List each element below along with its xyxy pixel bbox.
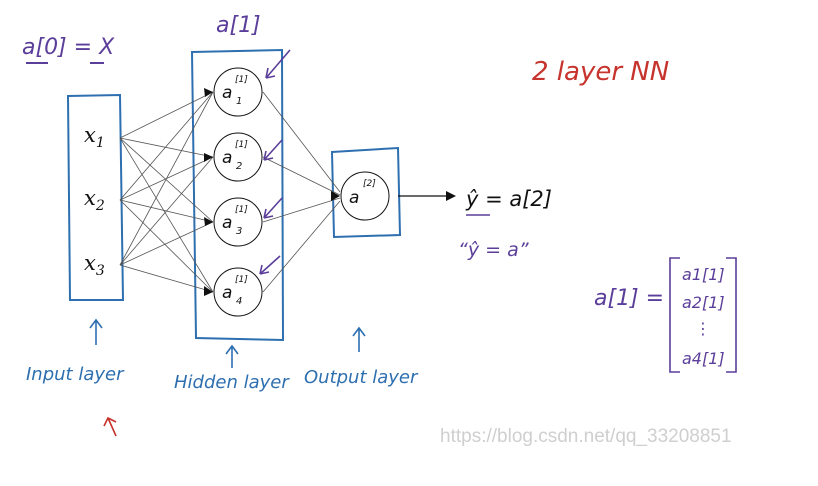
svg-text:4: 4 [236,296,242,307]
svg-text:a: a [222,213,232,233]
vector-left-bracket [669,257,680,373]
input-x2: x2 [84,186,105,214]
svg-text:[1]: [1] [235,140,248,150]
svg-text:a: a [222,83,232,103]
vector-entry-2: a2[1] [682,293,725,312]
hidden-node-2: a [1] 2 [213,132,263,182]
input-hidden-connections [119,91,214,293]
hidden-node-3: a [1] 3 [213,197,263,247]
input-x3: x3 [84,251,105,279]
red-arrow [103,416,117,437]
vector-right-bracket [726,257,737,373]
input-layer-box [66,93,125,301]
svg-text:a: a [349,188,359,208]
hidden-layer-box [190,48,285,342]
svg-text:[1]: [1] [235,275,248,285]
layer-count-title: 2 layer NN [532,57,669,87]
hidden-node-1: a [1] 1 [213,67,263,117]
vector-entry-3: ⋮ [695,319,711,338]
output-node: a [2] [340,171,390,221]
purple-pointer-arrows [259,49,291,275]
output-equation: ŷ = a[2] [465,187,552,211]
svg-text:[1]: [1] [235,205,248,215]
svg-text:a: a [222,148,232,168]
svg-text:a: a [222,283,232,303]
arrowheads [204,88,340,296]
layer-up-arrows [89,318,366,368]
output-layer-label: Output layer [304,367,419,388]
svg-text:2: 2 [236,161,242,172]
output-arrowhead [446,191,456,201]
svg-text:[1]: [1] [235,75,248,85]
svg-text:3: 3 [236,226,242,237]
watermark: https://blog.csdn.net/qq_33208851 [440,426,732,447]
quote-equation: “ŷ = a” [458,239,529,261]
hidden-output-connections [262,91,341,293]
hidden-node-4: a [1] 4 [213,267,263,317]
input-x1: x1 [84,123,105,151]
vector-lhs: a[1] = [594,286,664,311]
a0-equals-x: a[0] = X [22,35,115,60]
hidden-layer-label: Hidden layer [174,372,290,393]
vector-entry-1: a1[1] [682,265,725,284]
svg-text:1: 1 [236,96,242,107]
input-layer-label: Input layer [26,364,125,385]
hidden-activation-label: a[1] [216,13,261,38]
vector-entry-4: a4[1] [682,349,725,368]
svg-text:[2]: [2] [363,179,376,189]
